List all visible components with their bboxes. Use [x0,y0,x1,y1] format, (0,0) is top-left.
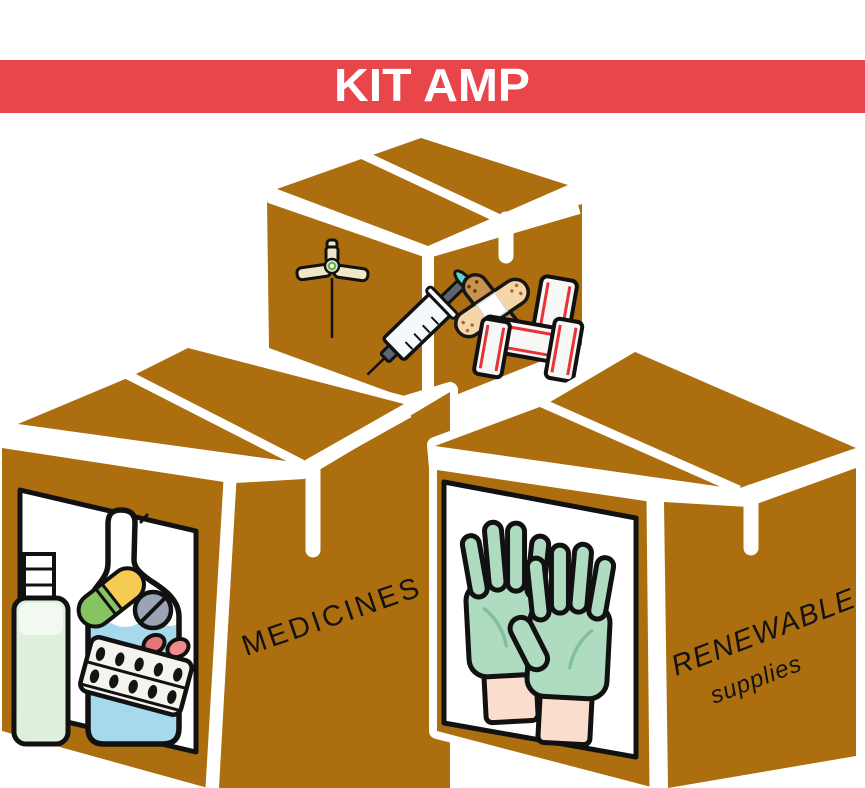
glove-left-icon [459,519,569,726]
renewable-box-right-face [664,468,856,788]
tablet-icon [132,589,174,631]
syringe-tick [413,333,422,342]
bandage-roll-icon [472,274,585,384]
glove-finger [482,519,509,593]
glove-finger [548,542,571,616]
capsule-icon [76,566,146,629]
bandage-right-end [543,316,585,384]
bottle-neck-dash [139,513,149,524]
pill [165,636,191,660]
blister-hole [115,652,125,667]
bandage-red-stripe [494,327,506,372]
blister-hole [167,690,177,704]
syringe-tick [404,341,414,350]
medicines-box-lid-seam [123,369,305,469]
syringe-tick [422,324,431,334]
capsule-outline [76,566,146,629]
renewable-box-front-edge-gap [646,499,663,788]
renewable-box-lid-front-flap [435,405,737,489]
plaster-dot [461,320,465,325]
vial-neck [22,552,56,604]
blister-hole [153,662,164,677]
glove-finger [459,533,490,600]
catheter-hub-ring [327,261,337,271]
blister-row-line [81,682,179,712]
syringe-tick [430,316,440,325]
renewable-box: RENEWABLE supplies [427,344,864,788]
bandage-piece [472,316,512,380]
vial-highlight [19,603,63,635]
blister-hole [89,669,100,684]
renewable-box-lid-back-flap [545,352,856,489]
capsule-stripe [94,587,118,616]
plaster-dot [510,289,514,293]
plaster-dot [473,289,477,293]
plaster-dot [465,328,470,333]
medicines-box-front-edge-gap [205,479,237,788]
banner-background [0,60,865,113]
medicine-vial-icon [11,552,71,747]
glove-finger [586,555,617,622]
blister-hole [109,674,119,689]
blister-hole [173,667,183,682]
medicines-panel [11,487,199,755]
top-box-lid-back-flap [367,138,568,216]
blister-hole [147,684,158,699]
bandage-red-stripe [550,324,562,373]
blister-hole [128,679,138,694]
top-box-lid-gap [267,191,581,258]
glove-right-icon [507,541,617,748]
renewable-box-lid-gap [436,449,854,506]
plaster-dot [474,280,479,284]
medicines-box-right-face [219,392,450,788]
plaster-dot [470,323,474,327]
bandage-left-flap [472,316,512,380]
plaster-dot [467,284,471,289]
medicines-box-lid-front-flap [18,377,300,463]
capsule-stripe [100,582,124,611]
catheter-icon [295,238,370,338]
blister-hole [95,647,106,661]
syringe-icon [366,269,476,376]
medicines-box-lid-back-flap [130,348,404,463]
bandage-red-stripe [478,324,490,369]
blister-row-line [87,660,185,690]
glove-shade-line [482,607,509,648]
plaster-dot [514,283,519,288]
medicines-box: MEDICINES [0,340,458,788]
glove-shade-line [567,629,594,670]
top-box-lid-front-flap [277,157,497,246]
glove-thumb [507,614,551,673]
bandage-red-stripe [566,327,578,376]
bandage-piece [543,316,585,384]
gloves-panel [441,479,639,760]
plaster-dot [519,291,523,296]
renewable-box-lid-seam [540,398,741,495]
blister-hole [134,657,144,672]
glove-finger [505,520,528,594]
top-box [267,138,585,406]
banner-title: KIT AMP [334,59,530,111]
tablet-score-line [139,595,168,624]
blister-pack-icon [78,635,194,717]
top-box-lid-seam [357,148,506,226]
syringe-needle [366,355,388,376]
glove-finger [524,555,552,623]
glove-finger [567,541,594,615]
banner: KIT AMP [0,59,865,113]
medicines-box-lid-gap [15,404,412,478]
